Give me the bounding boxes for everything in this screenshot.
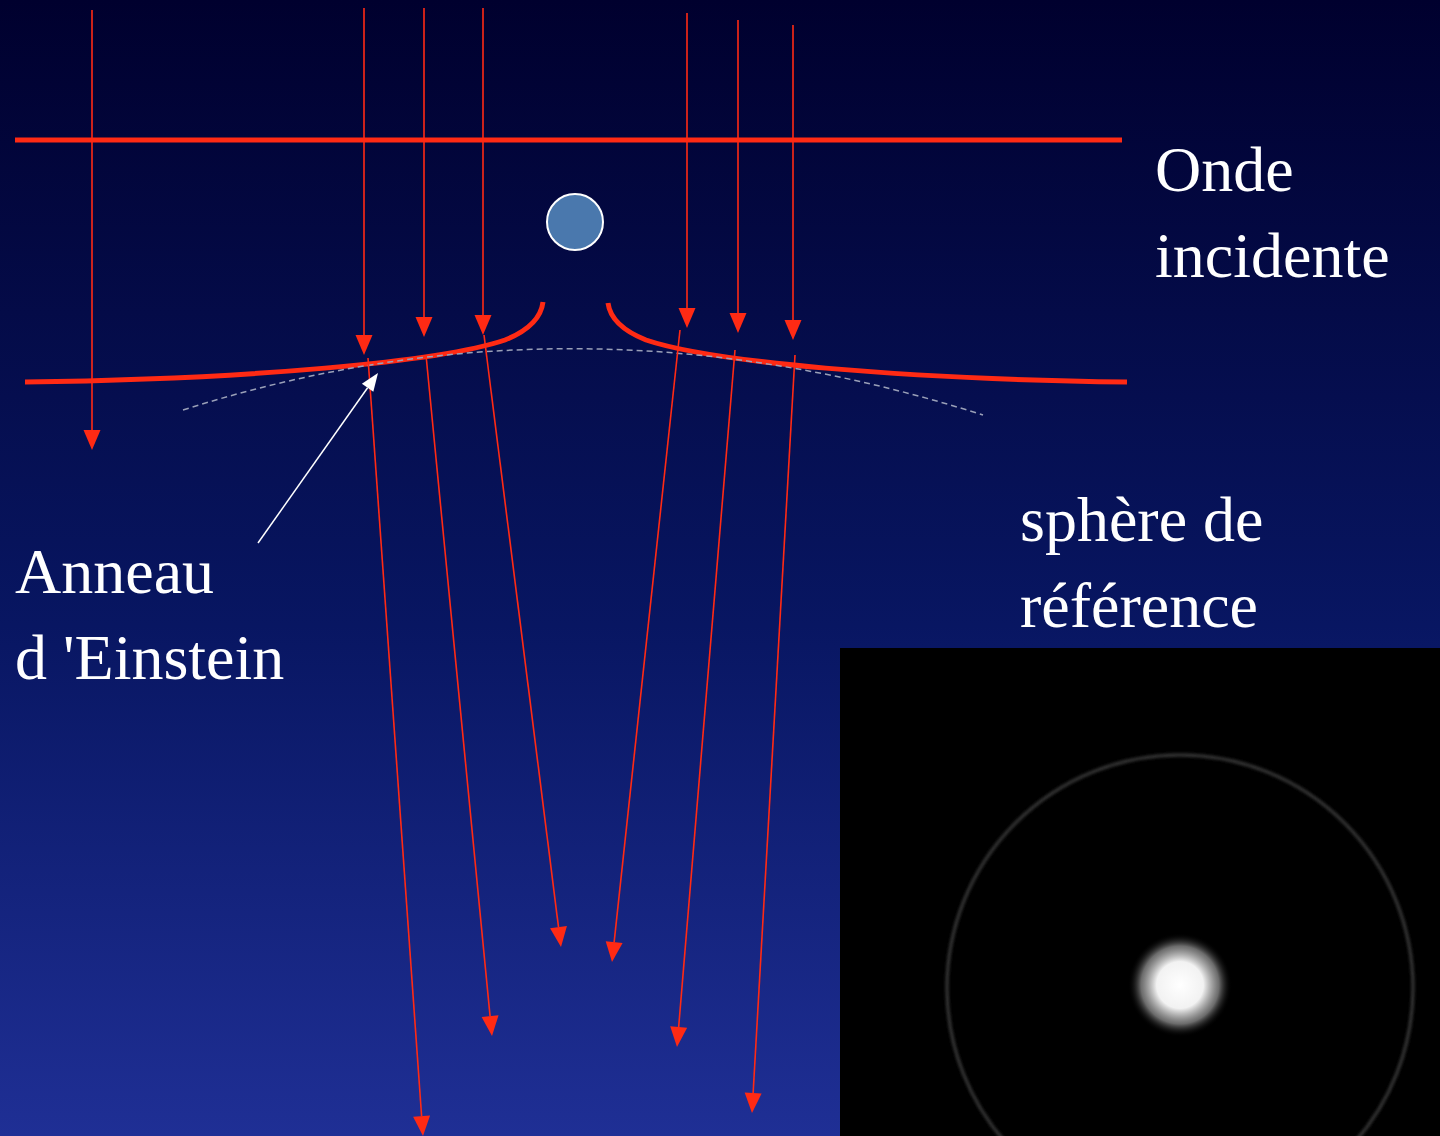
deflected-ray-head — [606, 941, 623, 962]
deflected-ray-head — [745, 1093, 762, 1113]
incident-wavefront — [15, 138, 1122, 143]
incident-ray — [91, 10, 93, 430]
annotation-label: sphère de référence — [1020, 477, 1263, 649]
incident-ray-head — [416, 317, 433, 337]
deformed-wavefront — [25, 302, 543, 382]
incident-ray-head — [730, 313, 747, 333]
einstein-ring-image — [947, 755, 1413, 1136]
incident-ray-head — [356, 335, 373, 355]
deflected-ray — [753, 355, 795, 1093]
deflected-ray — [426, 355, 490, 1016]
incident-ray-head — [475, 315, 492, 335]
leader-arrow — [258, 388, 368, 543]
deflected-ray-head — [550, 926, 567, 947]
deformed-wavefront — [608, 303, 1127, 382]
incident-ray-head — [785, 320, 802, 340]
incident-ray-head — [679, 308, 696, 328]
reference-sphere — [183, 349, 983, 415]
source-image — [1128, 933, 1232, 1037]
annotation-label: Onde incidente — [1155, 127, 1390, 299]
deflected-ray — [614, 330, 680, 942]
deflected-ray-head — [482, 1015, 499, 1036]
incident-ray — [363, 8, 365, 335]
inset-image — [840, 648, 1440, 1136]
deflected-ray — [368, 358, 422, 1116]
annotation-label: Anneau d 'Einstein — [15, 529, 284, 701]
lens-mass — [547, 194, 603, 250]
incident-ray — [482, 8, 484, 315]
deflected-ray-head — [670, 1026, 687, 1047]
leader-arrow-head — [362, 373, 378, 392]
deflected-ray-head — [413, 1115, 430, 1136]
incident-ray-head — [84, 430, 101, 450]
incident-ray — [792, 25, 794, 320]
deflected-ray — [484, 335, 559, 927]
deflected-ray — [679, 350, 735, 1027]
incident-ray — [423, 8, 425, 317]
incident-ray — [737, 20, 739, 313]
incident-ray — [686, 13, 688, 308]
